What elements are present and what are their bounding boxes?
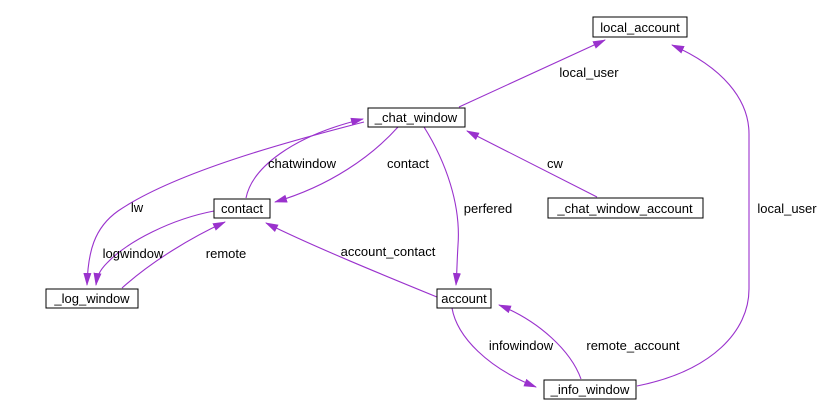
node-info-window[interactable]: _info_window	[543, 379, 637, 400]
node-contact-box[interactable]	[213, 198, 271, 219]
node-account-box[interactable]	[436, 288, 492, 309]
edge-label-contact: contact	[387, 156, 429, 171]
edge-label-perfered: perfered	[464, 201, 512, 216]
node-account-label: account	[441, 291, 487, 306]
edge-label-logwindow: logwindow	[103, 246, 164, 261]
edge-label-chatwindow: chatwindow	[268, 156, 337, 171]
node-chat-window-account-label: _chat_window_account	[556, 201, 693, 216]
edge-label-local-user-info: local_user	[757, 201, 817, 216]
node-log-window-box[interactable]	[45, 288, 139, 309]
edge-label-local-user-chat: local_user	[559, 65, 619, 80]
node-contact-label: contact	[221, 201, 263, 216]
edge-label-lw: lw	[131, 200, 144, 215]
node-chat-window-label: _chat_window	[374, 110, 458, 125]
edge-lw	[83, 121, 365, 286]
edge-chatwindow	[245, 117, 364, 199]
edge-local-user-info	[636, 44, 750, 387]
edge-label-account-contact: account_contact	[341, 244, 436, 259]
edge-label-infowindow: infowindow	[489, 338, 554, 353]
node-info-window-label: _info_window	[550, 382, 630, 397]
node-local-account[interactable]: local_account	[592, 16, 688, 38]
node-local-account-label: local_account	[600, 20, 680, 35]
edge-contact	[274, 126, 399, 203]
edge-infowindow	[451, 307, 537, 388]
edge-logwindow	[93, 210, 215, 286]
node-log-window-label: _log_window	[53, 291, 130, 306]
edge-account-contact	[265, 222, 438, 298]
edge-label-cw: cw	[547, 156, 564, 171]
edge-label-remote: remote	[206, 246, 246, 261]
edge-local-user-chat	[458, 39, 606, 108]
edge-label-remote-account: remote_account	[586, 338, 680, 353]
node-info-window-box[interactable]	[543, 379, 637, 400]
edge-perfered	[423, 126, 461, 286]
edge-remote-account	[498, 304, 582, 380]
edge-label-layer: local_user local_user chatwindow contact…	[103, 65, 818, 353]
node-chat-window-account-box	[547, 197, 704, 219]
node-chat-window[interactable]: _chat_window	[367, 107, 466, 128]
node-local-account-box[interactable]	[592, 16, 688, 38]
edge-cw	[466, 130, 598, 198]
node-contact[interactable]: contact	[213, 198, 271, 219]
node-chat-window-account: _chat_window_account	[547, 197, 704, 219]
node-log-window[interactable]: _log_window	[45, 288, 139, 309]
edge-layer	[83, 39, 750, 388]
edge-remote	[121, 221, 226, 289]
node-layer: local_account _chat_window _chat_window_…	[45, 16, 704, 400]
node-account[interactable]: account	[436, 288, 492, 309]
node-chat-window-box[interactable]	[367, 107, 466, 128]
